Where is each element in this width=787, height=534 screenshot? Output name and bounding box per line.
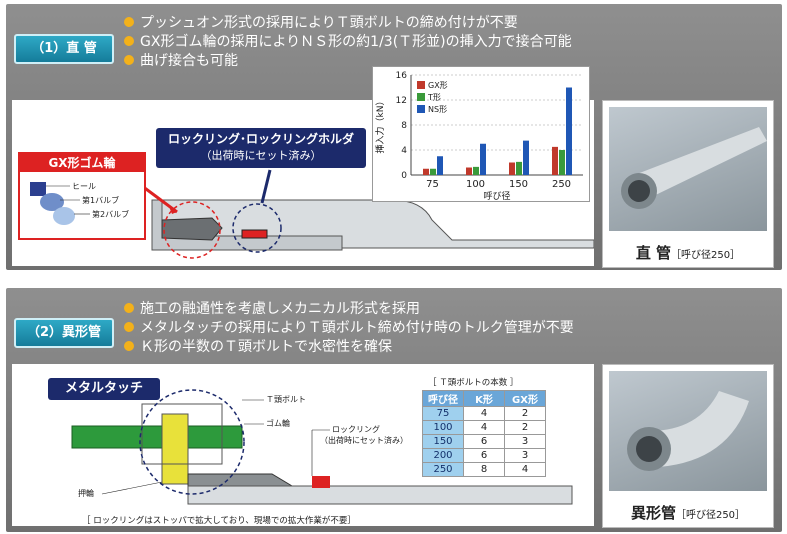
bar-2	[566, 87, 572, 175]
bar-1	[430, 168, 436, 175]
legend-swatch	[417, 81, 425, 89]
y-tick-label: 0	[401, 171, 407, 181]
x-tick-label: 250	[552, 179, 571, 190]
gomu-part-valve2: 第2バルブ	[92, 210, 130, 219]
bullet-dot-icon	[124, 302, 134, 313]
bar-0	[466, 167, 472, 175]
lock-ring-tag: ロックリング･ロックリングホルダ （出荷時にセット済み）	[156, 128, 366, 168]
bullet-dot-icon	[124, 54, 134, 65]
table-header: 呼び径	[422, 390, 464, 407]
x-axis-label: 呼び径	[483, 190, 510, 201]
bar-1	[559, 150, 565, 175]
x-tick-label: 150	[509, 179, 528, 190]
bolt-table-title: ［ Ｔ頭ボルトの本数 ］	[428, 378, 519, 388]
fitting-panel: （2）異形管 施工の融通性を考慮しメカニカル形式を採用 メタルタッチの採用により…	[6, 288, 782, 532]
gomu-part-valve1: 第1バルブ	[82, 196, 120, 205]
bar-0	[552, 146, 558, 175]
joint-cross-section	[141, 169, 595, 259]
bullet-item: メタルタッチの採用によりＴ頭ボルト締め付け時のトルク管理が不要	[124, 317, 574, 336]
pipe-image-icon	[621, 127, 767, 209]
bar-0	[509, 162, 515, 175]
gomu-ring-title: GX形ゴム輪	[20, 154, 144, 172]
legend-label: NS形	[428, 105, 447, 114]
straight-pipe-photo-frame: 直 管［呼び径250］	[602, 100, 774, 268]
y-tick-label: 8	[401, 121, 407, 131]
bullet-dot-icon	[124, 16, 134, 27]
chart-svg: 0 4 8 12 16 75 100 150 250 呼び径 挿入力（kN） GX形 T形 NS形	[374, 71, 583, 202]
part-lock-sub-label: （出荷時にセット済み）	[320, 436, 408, 445]
part-lock-label: ロックリング	[332, 425, 380, 434]
legend-swatch	[417, 105, 425, 113]
bullet-item: GX形ゴム輪の採用によりＮＳ形の約1/3(Ｔ形並)の挿入力で接合可能	[124, 31, 572, 50]
gomu-ring-box: GX形ゴム輪 ヒール 第1バルブ 第2バルブ	[18, 152, 146, 240]
gomu-ring-icon	[30, 182, 90, 225]
part-oshiwa-label: 押輪	[78, 489, 94, 498]
bar-1	[516, 161, 522, 175]
bar-2	[523, 140, 529, 175]
legend-swatch	[417, 93, 425, 101]
part-bolt-label: Ｔ頭ボルト	[266, 395, 306, 404]
y-tick-label: 16	[396, 71, 408, 81]
straight-pipe-photo	[609, 107, 767, 231]
straight-joint-diagram: GX形ゴム輪 ヒール 第1バルブ 第2バルブ ロックリング･ロックリングホルダ …	[12, 66, 595, 266]
bar-0	[423, 168, 429, 175]
table-header-row: 呼び径 K形 GX形	[422, 390, 546, 407]
fitting-photo	[609, 371, 767, 491]
x-tick-label: 75	[426, 179, 439, 190]
table-header: GX形	[504, 390, 546, 407]
section2-label: （2）異形管	[14, 318, 114, 348]
y-tick-label: 4	[401, 146, 407, 156]
bullet-item: 曲げ接合も可能	[124, 50, 572, 69]
legend-label: T形	[427, 93, 441, 102]
bullet-item: 施工の融通性を考慮しメカニカル形式を採用	[124, 298, 574, 317]
gomu-part-heel: ヒール	[72, 182, 96, 191]
fitting-cross-section	[71, 389, 573, 505]
section1-label: （1）直 管	[14, 34, 114, 64]
legend-label: GX形	[428, 81, 448, 90]
bullet-dot-icon	[124, 321, 134, 332]
section1-bullets: プッシュオン形式の採用によりＴ頭ボルトの締め付けが不要 GX形ゴム輪の採用により…	[124, 12, 572, 69]
bottom-note: ［ ロックリングはストッパで拡大しており、現場での拡大作業が不要］	[82, 516, 356, 526]
table-header: K形	[463, 390, 505, 407]
bullet-dot-icon	[124, 340, 134, 351]
straight-pipe-panel: （1）直 管 プッシュオン形式の採用によりＴ頭ボルトの締め付けが不要 GX形ゴム…	[6, 4, 782, 270]
bar-1	[473, 166, 479, 175]
insertion-force-chart: 0 4 8 12 16 75 100 150 250 呼び径 挿入力（kN） GX形 T形 NS形	[372, 66, 590, 202]
x-tick-label: 100	[466, 179, 485, 190]
part-gomu-label: ゴム輪	[266, 419, 290, 428]
fitting-image-icon	[627, 391, 749, 471]
lock-ring-tag-sub: （出荷時にセット済み）	[200, 149, 322, 162]
section2-bullets: 施工の融通性を考慮しメカニカル形式を採用 メタルタッチの採用によりＴ頭ボルト締め…	[124, 298, 574, 355]
bullet-dot-icon	[124, 35, 134, 46]
fitting-caption: 異形管［呼び径250］	[630, 504, 746, 522]
bullet-item: Ｋ形の半数のＴ頭ボルトで水密性を確保	[124, 336, 574, 355]
bullet-item: プッシュオン形式の採用によりＴ頭ボルトの締め付けが不要	[124, 12, 572, 31]
straight-pipe-caption: 直 管［呼び径250］	[635, 244, 741, 262]
bar-2	[480, 143, 486, 175]
y-axis-label: 挿入力（kN）	[374, 97, 386, 154]
metal-touch-tag: メタルタッチ	[48, 378, 160, 400]
lock-ring-tag-title: ロックリング･ロックリングホルダ	[167, 132, 354, 146]
y-tick-label: 12	[396, 96, 407, 106]
fitting-joint-diagram: メタルタッチ Ｔ頭ボルト ゴム輪 ロックリング （出荷時にセット済み） 押輪 ［…	[12, 364, 594, 526]
fitting-photo-frame: 異形管［呼び径250］	[602, 364, 774, 528]
bar-2	[437, 156, 443, 175]
